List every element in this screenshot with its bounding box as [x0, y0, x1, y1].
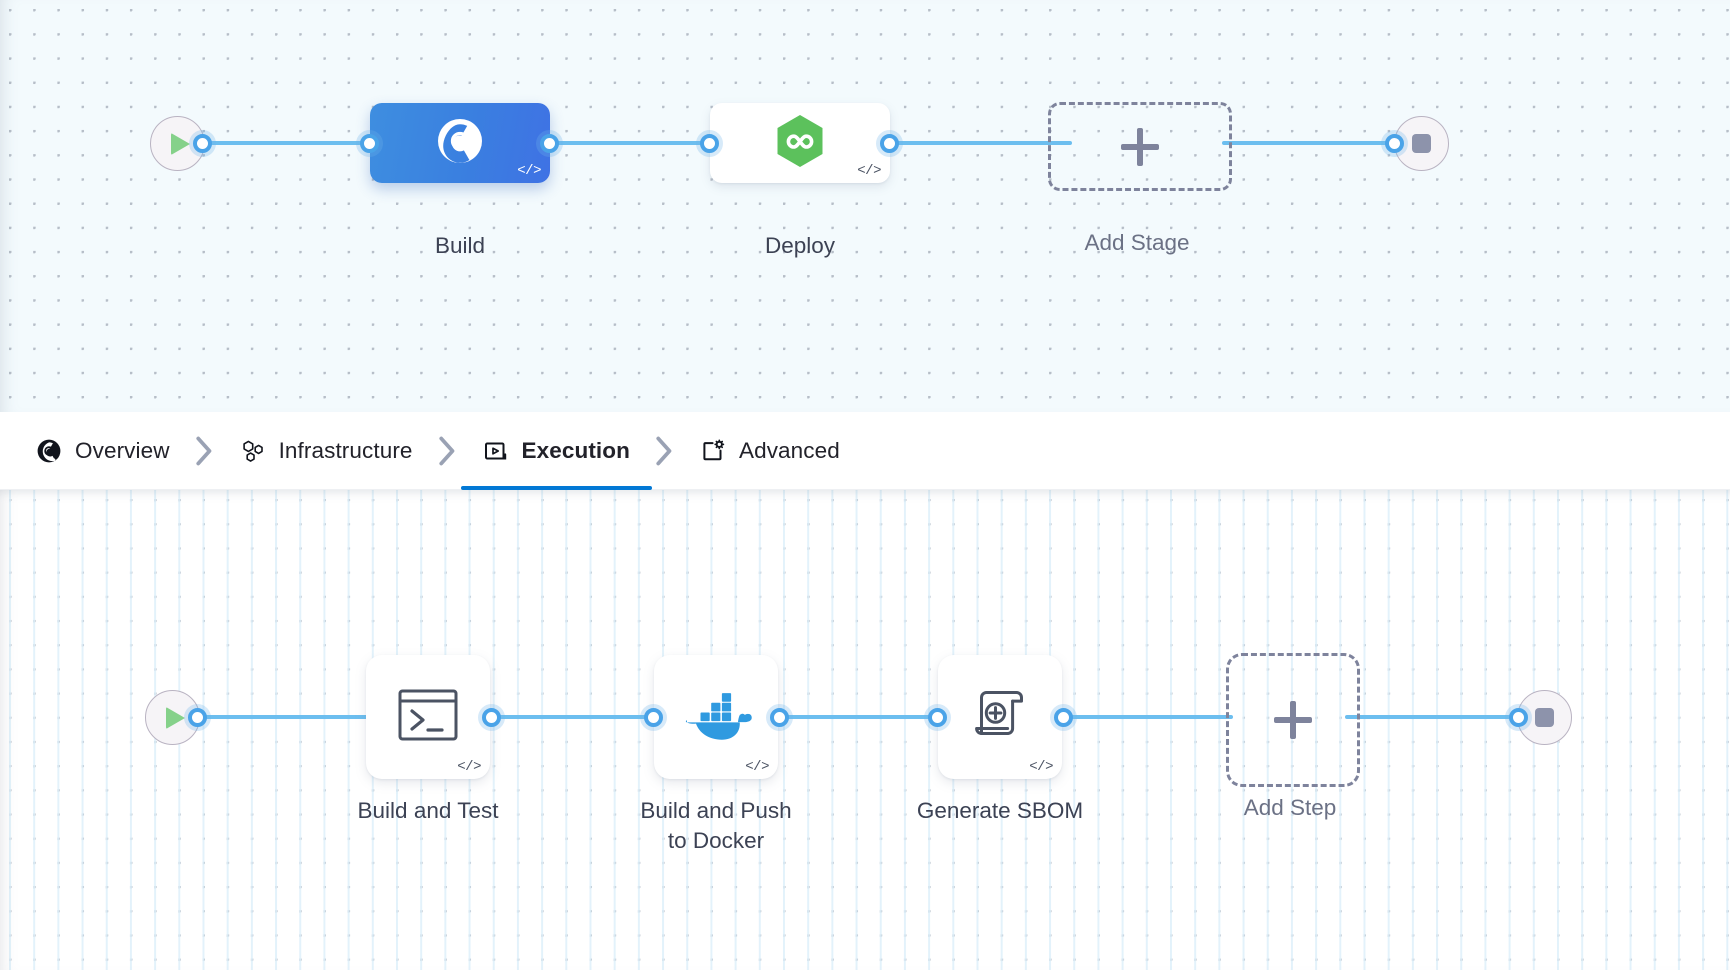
- tab-label-execution: Execution: [521, 437, 630, 463]
- stage-start-output-port[interactable]: [193, 134, 212, 153]
- stage-deploy-input-port[interactable]: [700, 134, 719, 153]
- step-connector-start-buildtest: [198, 715, 373, 719]
- stage-label-deploy: Deploy: [764, 233, 836, 258]
- stage-connector-add-end: [1222, 141, 1402, 145]
- tab-label-infrastructure: Infrastructure: [278, 437, 413, 463]
- plus-icon: [1121, 127, 1159, 166]
- harness-pie-icon: [36, 438, 62, 464]
- add-stage-label: Add Stage: [1084, 230, 1190, 255]
- terminal-icon: [396, 686, 460, 749]
- hexagons-icon: [240, 438, 266, 464]
- step-code-badge-build-and-test: </>: [457, 759, 481, 775]
- step-label-generate-sbom: Generate SBOM: [916, 798, 1084, 823]
- harness-ci-icon: [434, 115, 486, 172]
- add-stage-button[interactable]: [1048, 102, 1232, 191]
- step-docker-input-port[interactable]: [644, 708, 663, 727]
- play-icon: [166, 706, 185, 729]
- step-label-build-and-test: Build and Test: [357, 798, 499, 823]
- tab-advanced[interactable]: Advanced: [696, 412, 844, 490]
- sbom-scroll-icon: [967, 684, 1033, 751]
- step-end-input-port[interactable]: [1509, 708, 1528, 727]
- stage-end-input-port[interactable]: [1385, 134, 1404, 153]
- stage-connector-build-deploy: [545, 141, 725, 145]
- plus-icon: [1274, 701, 1312, 739]
- step-node-build-and-push-to-docker[interactable]: </>: [654, 655, 778, 779]
- chevron-right-icon: [634, 436, 696, 466]
- step-node-build-and-test[interactable]: </>: [366, 655, 490, 779]
- stage-code-badge-deploy: </>: [857, 163, 881, 179]
- step-connector-buildtest-docker: [490, 715, 665, 719]
- play-icon: [171, 132, 190, 155]
- add-step-button[interactable]: [1226, 653, 1360, 787]
- step-connector-add-end: [1345, 715, 1520, 719]
- step-connector-docker-sbom: [772, 715, 947, 719]
- step-graph-canvas[interactable]: </> Build and Test: [0, 490, 1730, 970]
- stage-build-output-port[interactable]: [540, 134, 559, 153]
- stage-deploy-output-port[interactable]: [880, 134, 899, 153]
- step-start-output-port[interactable]: [188, 708, 207, 727]
- tab-execution[interactable]: Execution: [460, 412, 653, 490]
- stage-code-badge-build: </>: [517, 163, 541, 179]
- tab-label-overview: Overview: [75, 437, 170, 463]
- step-connector-sbom-add: [1058, 715, 1233, 719]
- stage-node-build[interactable]: </>: [370, 103, 550, 183]
- tab-overview[interactable]: Overview: [32, 412, 174, 490]
- harness-cd-icon: [775, 114, 825, 173]
- step-code-badge-build-and-push-to-docker: </>: [745, 759, 769, 775]
- step-sbom-input-port[interactable]: [928, 708, 947, 727]
- chevron-right-icon: [417, 436, 479, 466]
- stop-icon: [1412, 134, 1431, 153]
- step-node-generate-sbom[interactable]: </>: [938, 655, 1062, 779]
- step-code-badge-generate-sbom: </>: [1029, 759, 1053, 775]
- stage-build-input-port[interactable]: [360, 134, 379, 153]
- chevron-right-icon: [174, 436, 236, 466]
- tab-infrastructure[interactable]: Infrastructure: [236, 412, 417, 490]
- tab-label-advanced: Advanced: [738, 437, 840, 463]
- stage-connector-start-build: [205, 141, 375, 145]
- document-gear-icon: [700, 438, 726, 464]
- step-docker-output-port[interactable]: [770, 708, 789, 727]
- add-step-label: Add Step: [1243, 795, 1337, 820]
- docker-whale-icon: [678, 684, 754, 751]
- stage-connector-deploy-add: [882, 141, 1072, 145]
- step-start-node[interactable]: [145, 690, 200, 745]
- play-box-icon: [483, 438, 509, 464]
- step-build-and-test-output-port[interactable]: [482, 708, 501, 727]
- stage-node-deploy[interactable]: </>: [710, 103, 890, 183]
- step-label-build-and-push-to-docker: Build and Push to Docker: [640, 798, 792, 853]
- stage-config-tabbar[interactable]: Overview Infrastructure: [0, 412, 1730, 490]
- stage-graph-canvas[interactable]: </> Build </> Deploy Add Stage: [0, 0, 1730, 412]
- stop-icon: [1535, 708, 1554, 727]
- step-sbom-output-port[interactable]: [1054, 708, 1073, 727]
- stage-label-build: Build: [434, 233, 486, 258]
